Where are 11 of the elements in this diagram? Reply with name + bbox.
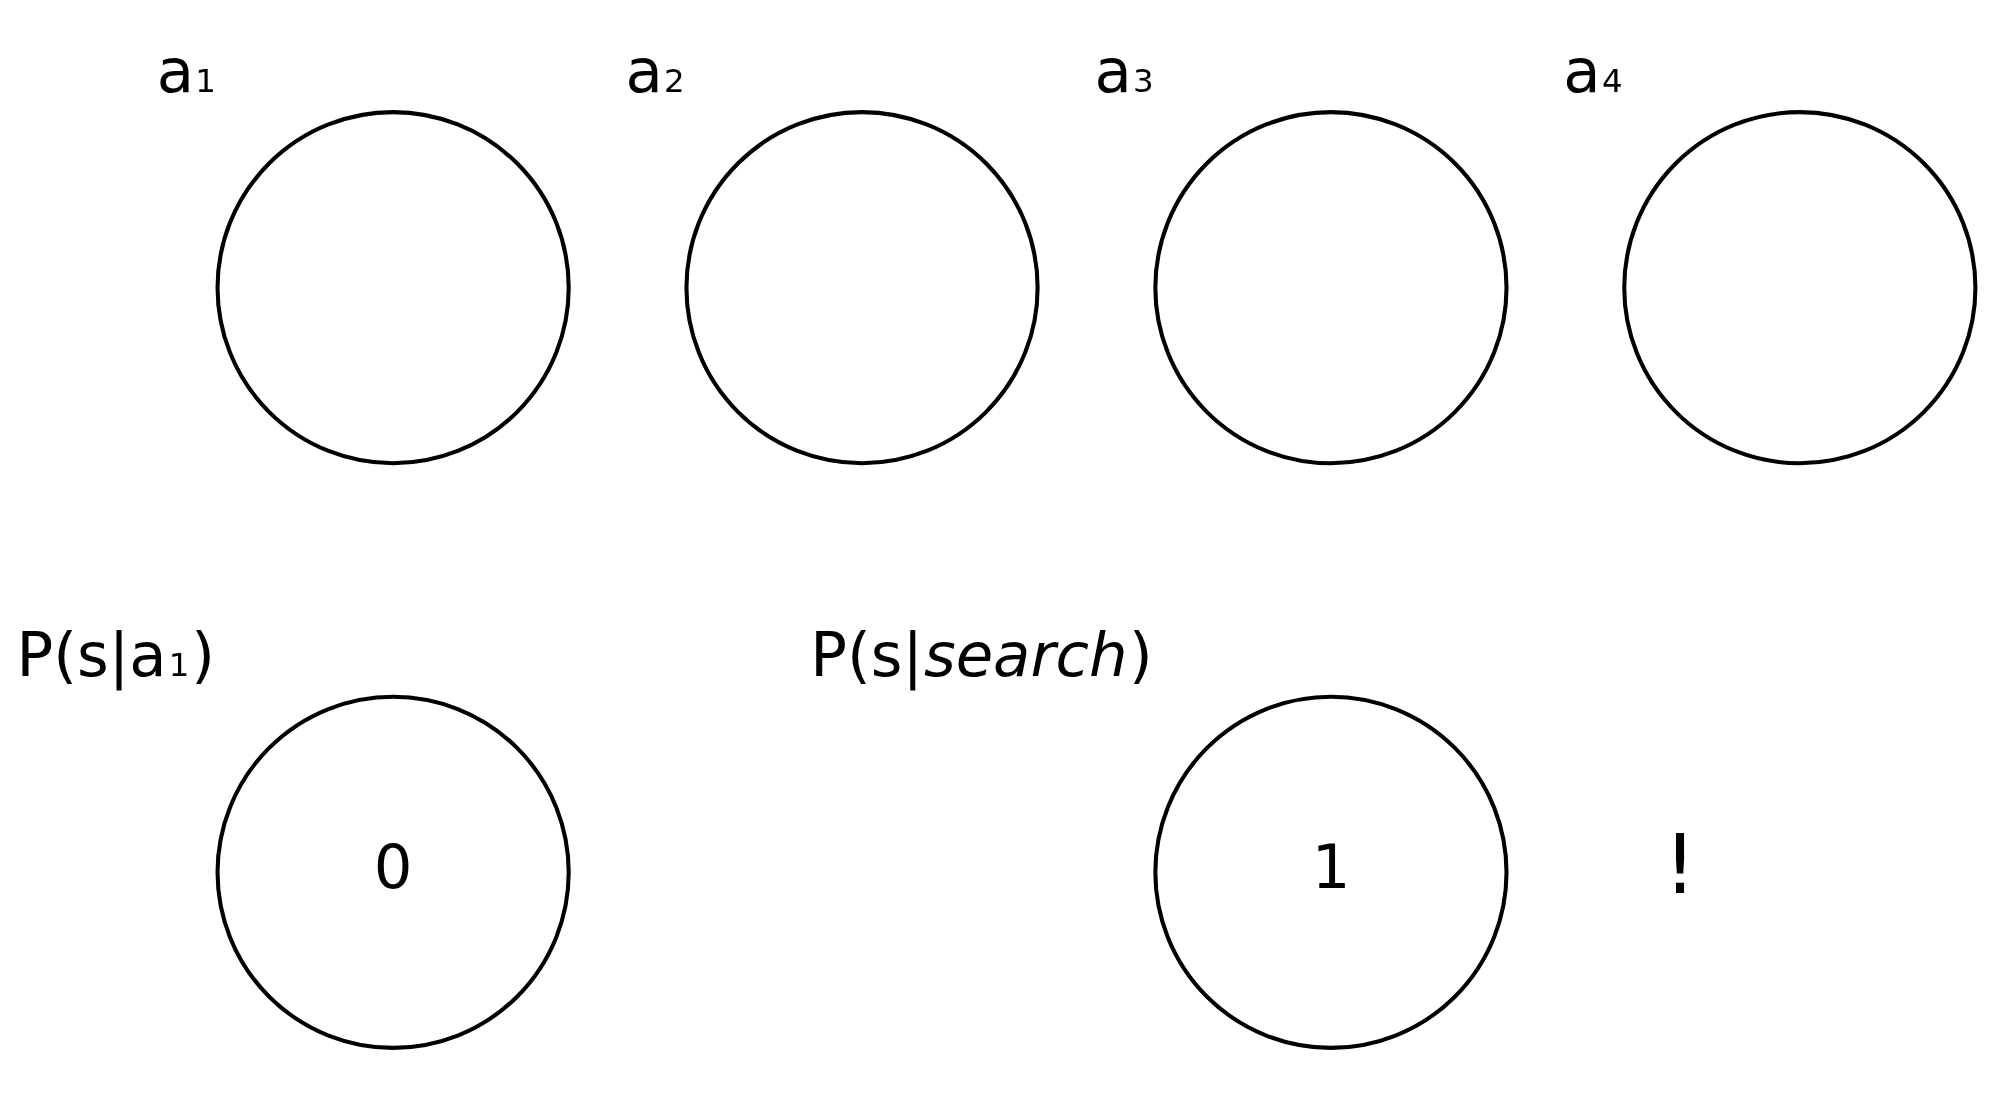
node-circle: [215, 110, 571, 466]
node-label: a3: [1094, 34, 1154, 106]
node-circle: [1622, 110, 1978, 466]
node-circle: [1153, 110, 1509, 466]
node-circle: [684, 110, 1040, 466]
node-label: P(s|search): [810, 619, 1153, 691]
node-circle: 1: [1153, 694, 1509, 1050]
label: !: [1663, 817, 1697, 912]
node-circle: 0: [215, 694, 571, 1050]
node-label: a2: [625, 34, 685, 106]
node-label: a4: [1563, 34, 1623, 106]
